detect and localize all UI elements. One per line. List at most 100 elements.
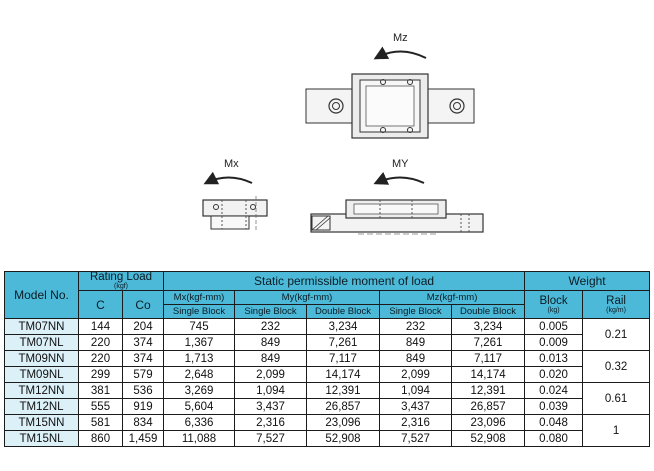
table-row: TM15NL 860 1,459 11,088 7,527 52,908 7,5…: [4, 430, 650, 447]
rating-load-title: Rating Load: [89, 271, 153, 283]
block-weight-cell: 0.048: [524, 414, 584, 431]
mz-double-cell: 7,261: [450, 334, 526, 351]
my-single-cell: 2,099: [234, 366, 307, 383]
my-single-cell: 232: [234, 318, 307, 335]
mz-single-cell: 2,316: [379, 414, 452, 431]
mz-single-cell: 2,099: [379, 366, 452, 383]
mx-cell: 745: [163, 318, 235, 335]
table-row: TM12NL 555 919 5,604 3,437 26,857 3,437 …: [4, 398, 650, 415]
mz-single-cell: 232: [379, 318, 452, 335]
mz-single-cell: 1,094: [379, 382, 452, 399]
mz-label: Mz: [393, 32, 408, 44]
c-cell: 220: [78, 334, 123, 351]
mz-double-cell: 3,234: [450, 318, 526, 335]
my-double-cell: 23,096: [306, 414, 380, 431]
my-label: MY: [392, 158, 409, 170]
block-weight-cell: 0.013: [524, 350, 584, 367]
my-single-cell: 7,527: [234, 430, 307, 447]
mz-double-block-header: Double Block: [450, 304, 526, 319]
my-double-cell: 3,234: [306, 318, 380, 335]
mz-single-cell: 849: [379, 334, 452, 351]
c-cell: 381: [78, 382, 123, 399]
table-row: TM07NN 144 204 745 232 3,234 232 3,234 0…: [4, 318, 651, 351]
rail-header: Rail (kg/m): [582, 290, 651, 319]
mz-single-cell: 7,527: [379, 430, 452, 447]
spec-table: Model No. Rating Load (kgf) Static permi…: [4, 271, 651, 447]
my-single-cell: 3,437: [234, 398, 307, 415]
my-single-cell: 849: [234, 334, 307, 351]
mx-header: Mx(kgf-mm): [163, 290, 235, 305]
my-double-cell: 14,174: [306, 366, 380, 383]
my-rotation-arrow: [373, 171, 425, 185]
mz-header: Mz(kgf-mm): [378, 290, 526, 305]
c-cell: 860: [78, 430, 123, 447]
my-double-cell: 26,857: [306, 398, 380, 415]
my-double-cell: 7,117: [306, 350, 380, 367]
block-title: Block: [539, 294, 568, 307]
my-single-cell: 1,094: [234, 382, 307, 399]
mz-double-cell: 52,908: [450, 430, 526, 447]
mz-single-block-header: Single Block: [379, 304, 452, 319]
static-moment-header: Static permissible moment of load: [162, 271, 526, 291]
c-cell: 220: [78, 350, 123, 367]
mz-rotation-arrow: [373, 46, 427, 60]
c-cell: 144: [78, 318, 123, 335]
table-row: TM09NL 299 579 2,648 2,099 14,174 2,099 …: [4, 366, 650, 383]
mz-double-cell: 26,857: [450, 398, 526, 415]
rating-load-header: Rating Load (kgf): [78, 271, 164, 291]
block-unit: (kg): [547, 306, 560, 314]
block-weight-cell: 0.080: [524, 430, 584, 447]
rail-title: Rail: [606, 294, 626, 307]
co-cell: 1,459: [122, 430, 164, 447]
mx-cell: 5,604: [163, 398, 235, 415]
my-single-cell: 849: [234, 350, 307, 367]
model-cell: TM09NL: [4, 366, 79, 383]
mx-single-block-header: Single Block: [163, 304, 235, 319]
block-weight-cell: 0.024: [524, 382, 584, 399]
block-header: Block (kg): [524, 290, 584, 319]
mz-single-cell: 849: [379, 350, 452, 367]
table-row: TM15NN 581 834 6,336 2,316 23,096 2,316 …: [4, 414, 651, 447]
c-header: C: [78, 290, 123, 319]
table-row: TM07NL 220 374 1,367 849 7,261 849 7,261…: [4, 334, 650, 351]
c-cell: 581: [78, 414, 123, 431]
block-weight-cell: 0.005: [524, 318, 584, 335]
weight-header: Weight: [524, 271, 651, 291]
my-double-cell: 7,261: [306, 334, 380, 351]
model-cell: TM07NN: [4, 318, 79, 335]
co-header: Co: [122, 290, 164, 319]
mx-rotation-arrow: [203, 171, 253, 185]
my-header: My(kgf-mm): [234, 290, 380, 305]
co-cell: 579: [122, 366, 164, 383]
mz-double-cell: 12,391: [450, 382, 526, 399]
my-double-cell: 12,391: [306, 382, 380, 399]
table-row: TM12NN 381 536 3,269 1,094 12,391 1,094 …: [4, 382, 651, 415]
model-header: Model No.: [4, 271, 79, 319]
mx-cell: 6,336: [163, 414, 235, 431]
block-weight-cell: 0.039: [524, 398, 584, 415]
my-double-cell: 52,908: [306, 430, 380, 447]
model-cell: TM15NL: [4, 430, 79, 447]
mx-label: Mx: [224, 158, 239, 170]
model-cell: TM15NN: [4, 414, 79, 431]
rail-weight-cell: 1: [582, 414, 651, 447]
my-single-cell: 2,316: [234, 414, 307, 431]
co-cell: 374: [122, 350, 164, 367]
co-cell: 204: [122, 318, 164, 335]
block-weight-cell: 0.020: [524, 366, 584, 383]
block-weight-cell: 0.009: [524, 334, 584, 351]
rail-weight-cell: 0.61: [582, 382, 651, 415]
model-cell: TM12NL: [4, 398, 79, 415]
rail-unit: (kg/m): [606, 306, 626, 314]
mx-end-view-diagram: Mx: [202, 158, 268, 232]
model-cell: TM12NN: [4, 382, 79, 399]
mx-cell: 1,713: [163, 350, 235, 367]
mz-single-cell: 3,437: [379, 398, 452, 415]
mx-cell: 2,648: [163, 366, 235, 383]
mx-cell: 3,269: [163, 382, 235, 399]
co-cell: 536: [122, 382, 164, 399]
mz-double-cell: 7,117: [450, 350, 526, 367]
my-single-block-header: Single Block: [234, 304, 307, 319]
moment-diagrams: Mz Mx MY: [202, 32, 484, 235]
mx-cell: 11,088: [163, 430, 235, 447]
